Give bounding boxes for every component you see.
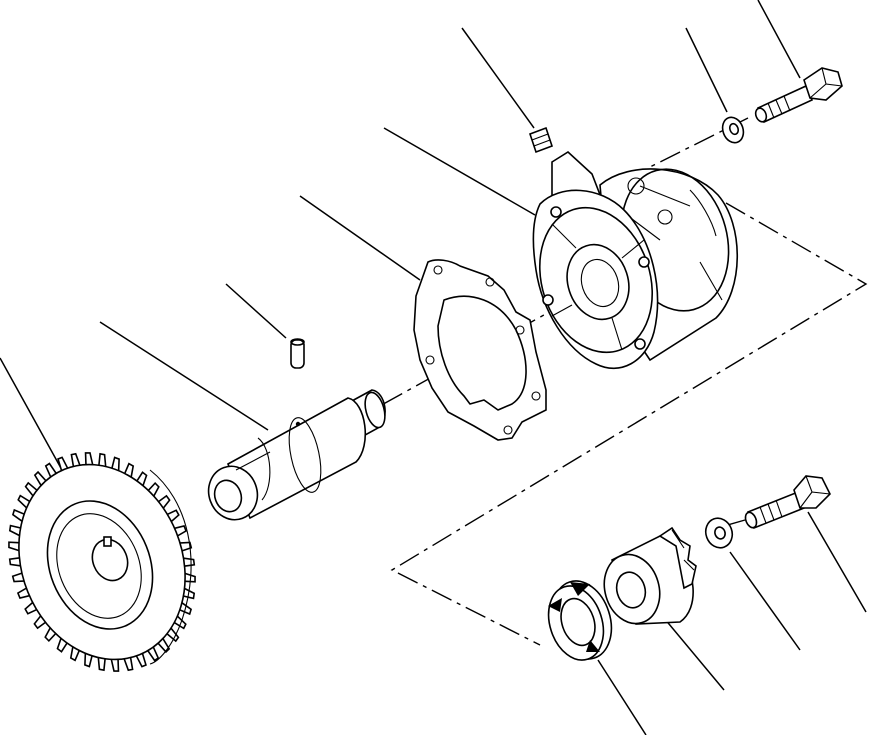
housing-bore-inner bbox=[580, 258, 620, 308]
shaft-pilot-face bbox=[364, 391, 386, 429]
gear-keyway bbox=[103, 536, 112, 547]
leader-plug bbox=[461, 27, 535, 129]
gasket-hole-1 bbox=[433, 265, 443, 275]
housing-spoke-1 bbox=[551, 223, 577, 249]
bolt-bottom-tip bbox=[744, 511, 758, 529]
housing-spoke-4 bbox=[551, 304, 573, 317]
plug-threads bbox=[531, 133, 551, 147]
gear-hub-ring-inner bbox=[56, 513, 142, 619]
rotor-icon bbox=[603, 526, 697, 625]
rotor-bore bbox=[615, 571, 647, 609]
gasket-hole-6 bbox=[425, 355, 435, 365]
leader-pin bbox=[225, 283, 287, 339]
housing-rear-hole bbox=[627, 177, 645, 195]
leader-gear bbox=[0, 357, 63, 471]
leader-rotor bbox=[663, 617, 725, 691]
plate-slot-2 bbox=[570, 582, 590, 596]
housing-lug-4 bbox=[542, 294, 554, 306]
gear-hub-ring-outer bbox=[46, 500, 154, 630]
plate-slot-1 bbox=[548, 598, 562, 612]
leader-washer-bottom bbox=[729, 551, 801, 651]
gasket-outline bbox=[413, 259, 547, 441]
shaft-keyway bbox=[235, 451, 271, 471]
bolt-top-threads bbox=[767, 95, 791, 119]
dowel-pin-icon bbox=[290, 338, 305, 369]
gear-rim-shading bbox=[149, 469, 192, 665]
washer-bottom-outer bbox=[704, 517, 734, 549]
washer-icon-bottom bbox=[704, 517, 734, 549]
housing-lug-2 bbox=[638, 256, 650, 268]
shaft-shoulder bbox=[288, 417, 322, 493]
bracket-lower-assembly bbox=[390, 202, 868, 646]
leader-housing bbox=[383, 127, 536, 216]
housing-lug-1 bbox=[550, 206, 562, 218]
leader-bolt-top bbox=[757, 0, 801, 79]
washer-bottom-inner bbox=[714, 526, 726, 540]
plug-icon bbox=[528, 126, 554, 154]
bolt-bottom-threads bbox=[759, 499, 783, 524]
gasket-hole-2 bbox=[485, 277, 495, 287]
plate-slot-3 bbox=[586, 640, 600, 652]
leader-bolt-bottom bbox=[807, 511, 867, 613]
housing-spoke-2 bbox=[621, 239, 645, 259]
gasket-hole-3 bbox=[515, 325, 525, 335]
thrust-plate-icon bbox=[547, 580, 613, 661]
bolt-top-head-facets bbox=[809, 67, 843, 99]
shaft-pin-hole bbox=[295, 421, 301, 427]
shaft-groove bbox=[257, 437, 271, 501]
gasket-icon bbox=[413, 259, 547, 441]
rotor-vanes bbox=[658, 526, 697, 590]
plate-inner-ring bbox=[560, 597, 596, 647]
drive-shaft-icon bbox=[207, 389, 386, 521]
gasket-hole-4 bbox=[531, 391, 541, 401]
housing-bore bbox=[566, 243, 630, 321]
rotor-vane-lines bbox=[671, 529, 695, 571]
pin-end bbox=[290, 338, 305, 346]
pump-housing-icon bbox=[532, 150, 738, 369]
gasket-inner-opening bbox=[437, 295, 527, 411]
leader-gasket bbox=[299, 195, 421, 281]
gasket-bolt-holes bbox=[425, 265, 541, 435]
leader-washer-top bbox=[685, 27, 728, 113]
washer-top-outer bbox=[721, 116, 745, 144]
housing-spoke-3 bbox=[611, 317, 623, 351]
housing-rear-hole-2 bbox=[657, 209, 673, 225]
leader-shaft bbox=[99, 321, 269, 431]
housing-spokes bbox=[551, 223, 645, 351]
gear-bore bbox=[91, 538, 129, 582]
washer-icon-top bbox=[721, 116, 745, 144]
shaft-body bbox=[226, 397, 367, 520]
housing-lug-3 bbox=[634, 338, 646, 350]
helical-gear-icon bbox=[8, 452, 196, 672]
bolt-bottom-head-facets bbox=[799, 475, 831, 509]
shaft-front-bore bbox=[213, 479, 243, 513]
bolt-icon-top bbox=[754, 67, 843, 124]
gasket-hole-5 bbox=[503, 425, 513, 435]
leader-thrust-plate bbox=[597, 659, 647, 735]
washer-top-inner bbox=[728, 122, 740, 136]
housing-bolt-lugs bbox=[542, 206, 650, 350]
bolt-top-tip bbox=[754, 107, 768, 123]
pin-body bbox=[290, 339, 305, 369]
bolt-icon-bottom bbox=[744, 475, 831, 530]
housing-rear-ribs bbox=[627, 185, 723, 301]
